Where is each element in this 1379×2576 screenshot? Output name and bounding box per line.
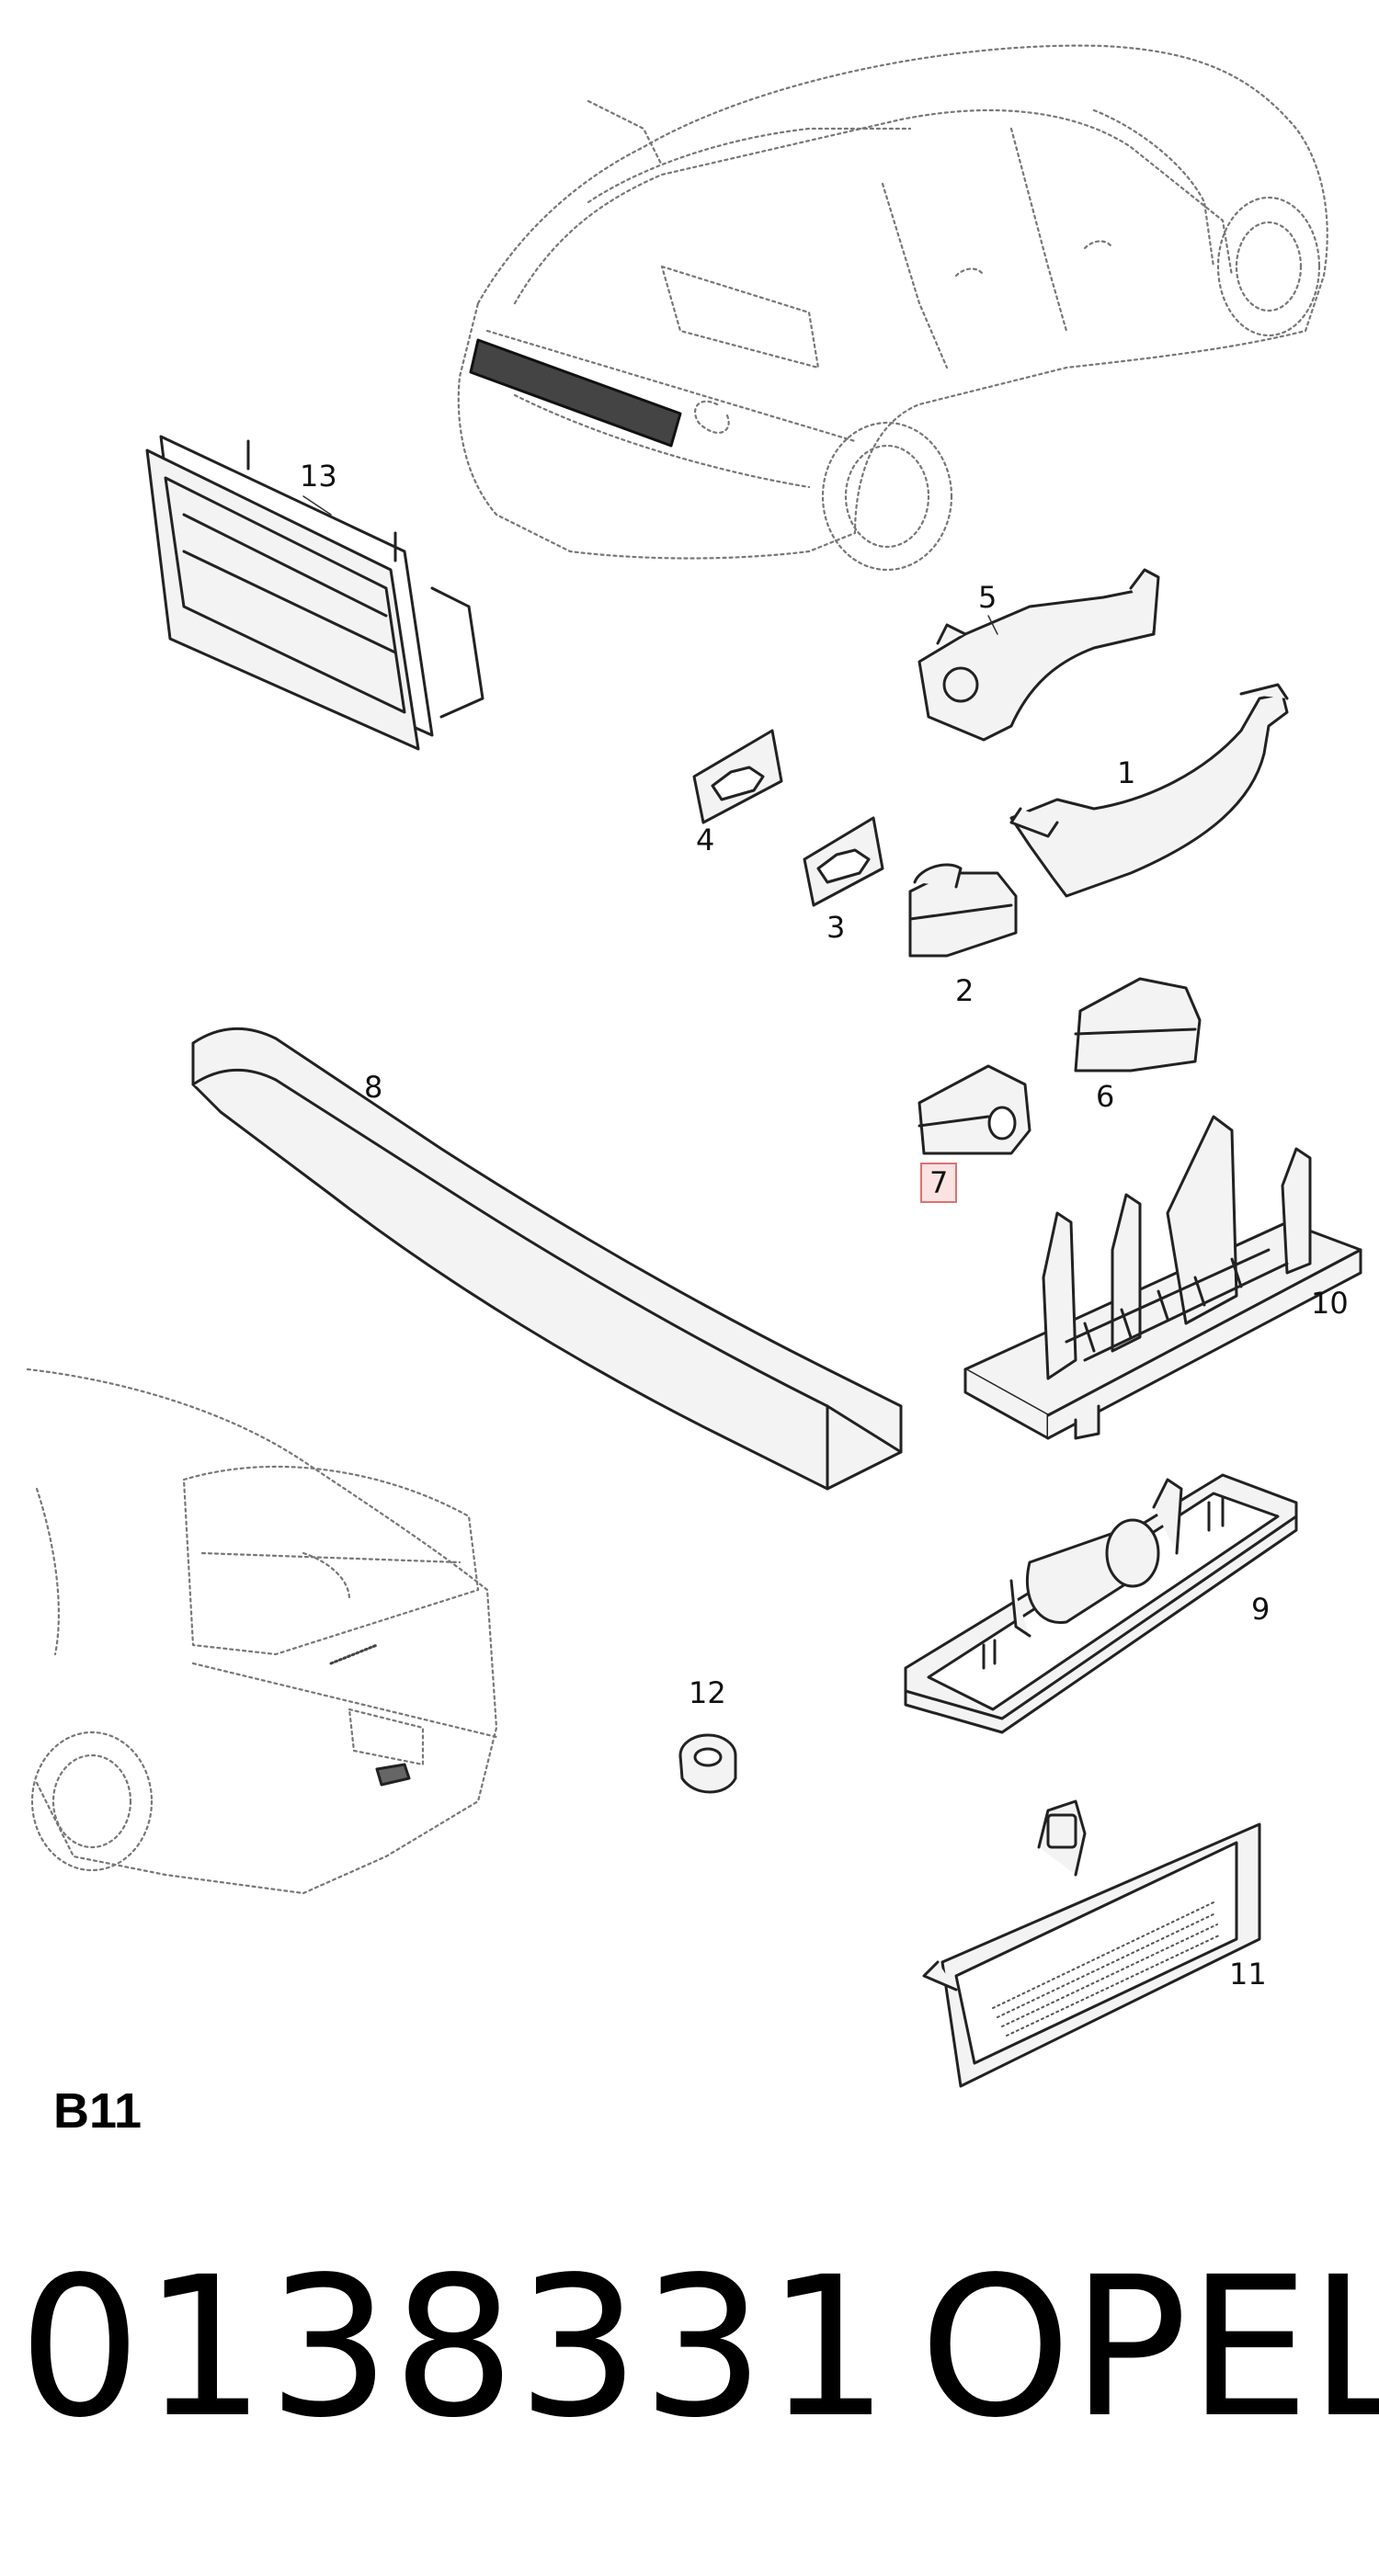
part-3-gasket <box>803 816 884 907</box>
car-rear-vent-bottom <box>329 1643 379 1665</box>
car-badge-bottom <box>375 1763 411 1787</box>
part-9-lamp-housing <box>904 1473 1298 1734</box>
callout-13: 13 <box>300 459 337 494</box>
car-outline-top <box>457 44 1328 572</box>
callout-8: 8 <box>364 1070 383 1105</box>
callout-2: 2 <box>955 973 974 1008</box>
part-2-end-cap <box>908 863 1018 958</box>
callout-6: 6 <box>1096 1079 1115 1114</box>
car-outline-bottom <box>26 1367 498 1895</box>
part-4-gasket <box>692 729 783 824</box>
part-5-bracket <box>917 568 1160 742</box>
callout-9: 9 <box>1251 1592 1271 1627</box>
callout-10: 10 <box>1311 1286 1349 1321</box>
callout-12: 12 <box>689 1675 726 1710</box>
part-13-handle-housing <box>145 435 484 751</box>
callout-5: 5 <box>978 580 997 615</box>
callout-3: 3 <box>826 910 846 945</box>
part-1-tailgate-handle <box>1009 683 1289 898</box>
part-number: 0138331 <box>18 2235 892 2460</box>
section-code: B11 <box>53 2083 142 2139</box>
callout-1: 1 <box>1117 755 1136 790</box>
part-6-end-cap <box>1074 977 1202 1072</box>
car-tailgate-strip <box>469 338 682 448</box>
part-8-trim-strip <box>191 1027 903 1491</box>
part-12-clip-nut <box>678 1733 737 1794</box>
leader-lines <box>302 495 998 635</box>
part-10-mounting-base <box>963 1115 1362 1440</box>
callout-4: 4 <box>696 823 715 857</box>
brand-name: OPEL <box>919 2235 1379 2460</box>
callout-11: 11 <box>1229 1957 1267 1992</box>
callout-7-highlighted[interactable]: 7 <box>920 1163 958 1203</box>
part-11-switch-module <box>922 1799 1261 2088</box>
part-7-end-cap-with-hole <box>917 1064 1031 1155</box>
